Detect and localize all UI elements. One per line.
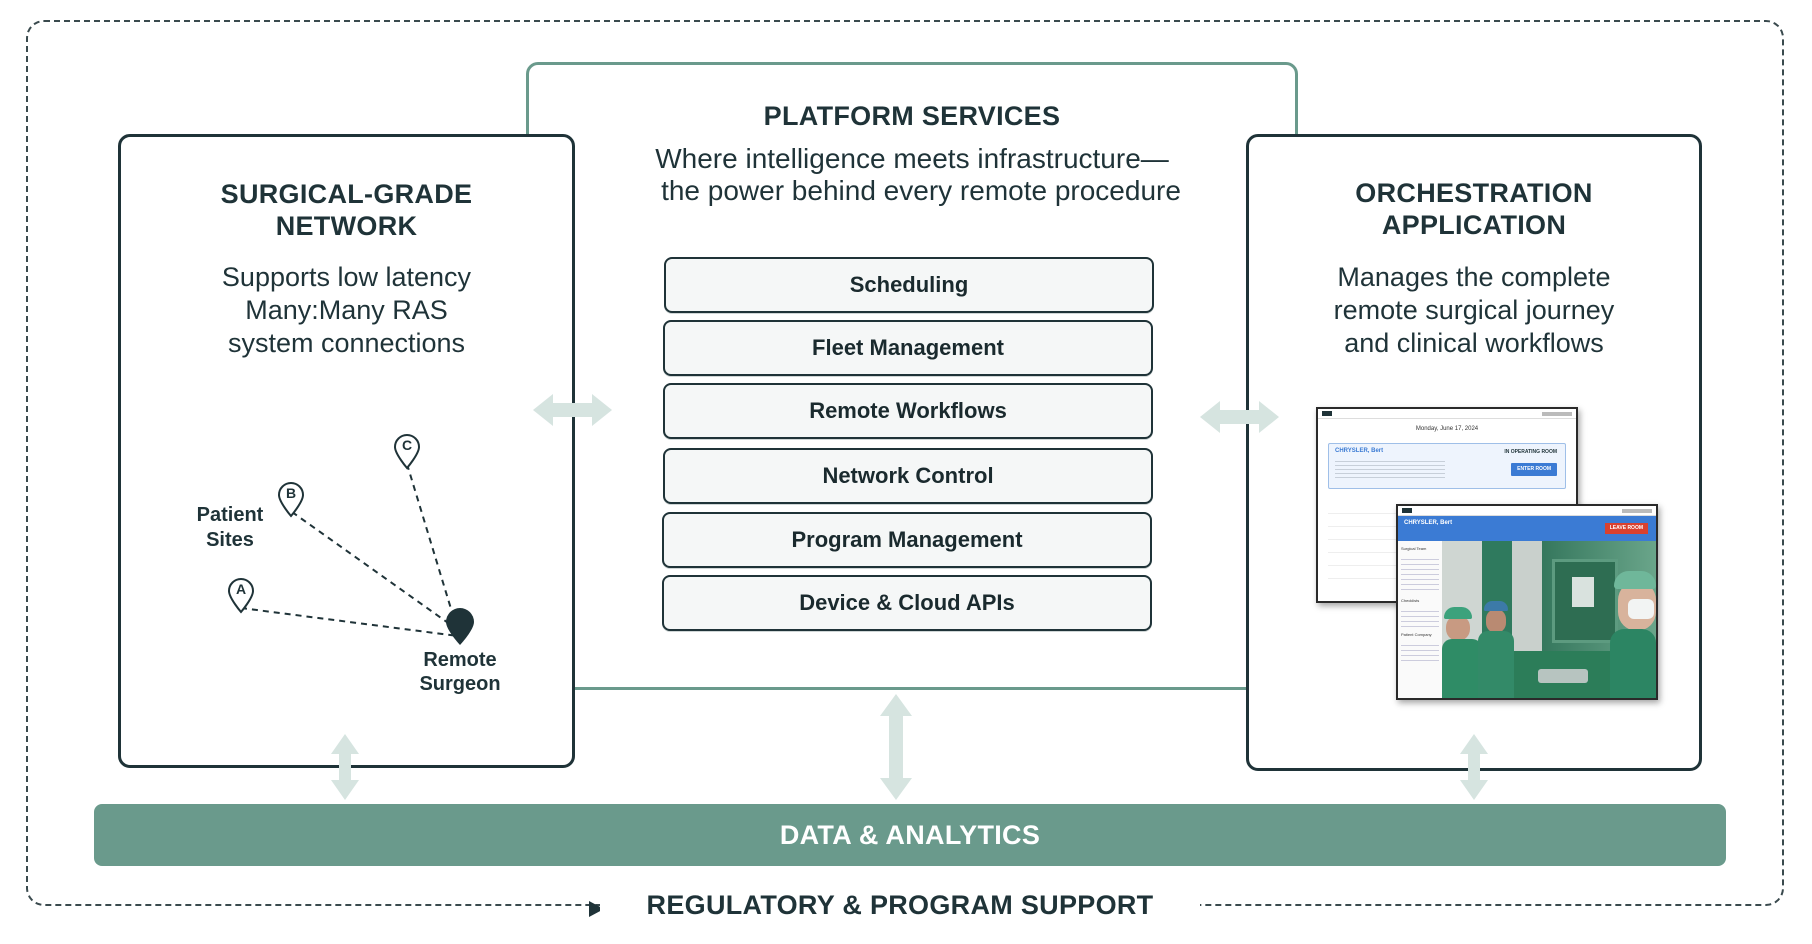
- service-remote-workflows[interactable]: Remote Workflows: [663, 383, 1153, 439]
- network-desc-line1: Supports low latency: [221, 262, 472, 292]
- center-vertical-arrow-icon: [880, 694, 912, 800]
- network-title-line2: NETWORK: [275, 211, 418, 241]
- network-title-line1: SURGICAL-GRADE: [220, 179, 473, 209]
- screen2-team-list: [1401, 555, 1439, 593]
- service-network-control[interactable]: Network Control: [663, 448, 1153, 504]
- screen2-checklist: [1401, 607, 1439, 627]
- screen2-topbar: [1398, 506, 1656, 516]
- remote-surgeon-line2: Surgeon: [419, 673, 501, 695]
- surgical-network-panel: [118, 134, 575, 768]
- orchestration-title-line2: APPLICATION: [1381, 210, 1567, 240]
- remote-surgeon-line1: Remote: [423, 649, 497, 671]
- screen2-company-list: [1401, 641, 1439, 661]
- screen2-header: CHRYSLER, Bert LEAVE ROOM: [1398, 516, 1656, 542]
- app-logo-icon: [1402, 508, 1412, 513]
- screen1-status: IN OPERATING ROOM: [1504, 449, 1557, 455]
- pin-a-label: A: [235, 581, 247, 597]
- platform-title: PLATFORM SERVICES: [763, 101, 1061, 131]
- user-menu: [1542, 411, 1572, 416]
- screen2-section-surgical-team: Surgical Team: [1401, 546, 1427, 551]
- network-desc-line2: Many:Many RAS: [245, 295, 448, 325]
- orchestration-desc-line3: and clinical workflows: [1344, 328, 1604, 358]
- screen2-sidebar: Surgical Team Checklists Patient Company: [1398, 541, 1443, 698]
- patient-sites-line1: Patient: [196, 504, 264, 526]
- or-video-feed: [1442, 541, 1656, 698]
- right-double-arrow-icon: [1200, 401, 1279, 433]
- app-screenshot-or-room: CHRYSLER, Bert LEAVE ROOM Surgical Team …: [1396, 504, 1658, 700]
- screen1-patient-name: CHRYSLER, Bert: [1335, 448, 1384, 454]
- pin-a-icon: [227, 578, 255, 614]
- pin-b-icon: [277, 482, 305, 518]
- screen2-leave-room-button[interactable]: LEAVE ROOM: [1604, 523, 1648, 534]
- screen1-enter-room-button[interactable]: ENTER ROOM: [1511, 463, 1557, 476]
- orchestration-desc-line2: remote surgical journey: [1333, 295, 1615, 325]
- orchestration-title-line1: ORCHESTRATION: [1355, 178, 1593, 208]
- screen1-case-details: [1335, 458, 1445, 478]
- screen1-date: Monday, June 17, 2024: [1415, 426, 1479, 432]
- pin-b-label: B: [285, 485, 297, 501]
- screen2-section-patient-company: Patient Company: [1401, 632, 1432, 637]
- service-device-cloud-apis[interactable]: Device & Cloud APIs: [662, 575, 1152, 631]
- screen2-section-checklists: Checklists: [1401, 598, 1420, 603]
- pin-c-label: C: [401, 437, 413, 453]
- screen1-topbar: [1318, 409, 1576, 419]
- right-vertical-arrow-icon: [1460, 734, 1488, 800]
- left-double-arrow-icon: [533, 394, 612, 426]
- network-desc-line3: system connections: [227, 328, 466, 358]
- service-scheduling[interactable]: Scheduling: [664, 257, 1154, 313]
- app-logo-icon: [1322, 411, 1332, 416]
- service-fleet-management[interactable]: Fleet Management: [663, 320, 1153, 376]
- screen2-patient-name: CHRYSLER, Bert: [1404, 520, 1453, 526]
- platform-subtitle-line2: the power behind every remote procedure: [661, 175, 1181, 206]
- patient-sites-line2: Sites: [206, 529, 254, 551]
- remote-surgeon-pin-icon: [446, 608, 474, 645]
- orchestration-desc-line1: Manages the complete: [1337, 262, 1611, 292]
- screen1-case-card: CHRYSLER, Bert IN OPERATING ROOM ENTER R…: [1328, 443, 1566, 489]
- service-program-management[interactable]: Program Management: [662, 512, 1152, 568]
- user-menu: [1622, 508, 1652, 513]
- regulatory-left-arrow-icon: [589, 901, 604, 917]
- pin-c-icon: [393, 434, 421, 470]
- left-vertical-arrow-icon: [331, 734, 359, 800]
- platform-subtitle-line1: Where intelligence meets infrastructure—: [655, 143, 1169, 174]
- regulatory-program-support-label: REGULATORY & PROGRAM SUPPORT: [600, 890, 1200, 921]
- data-analytics-bar: DATA & ANALYTICS: [94, 804, 1726, 866]
